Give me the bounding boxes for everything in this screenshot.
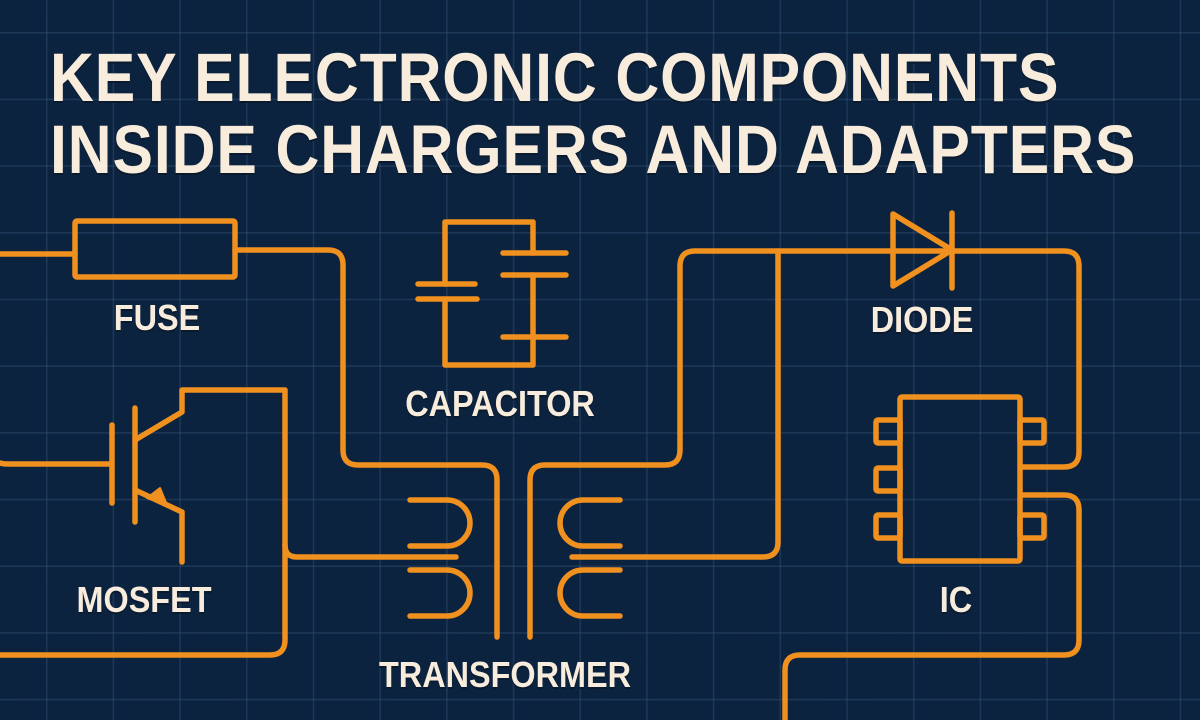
title-line-2: INSIDE CHARGERS AND ADAPTERS bbox=[50, 111, 1137, 188]
transformer-coil-right-top bbox=[557, 497, 623, 549]
mosfet-drain bbox=[0, 387, 288, 658]
wire-ic-output bbox=[782, 492, 1082, 720]
wire-mosfet-gate bbox=[0, 460, 113, 467]
ic-pin bbox=[873, 417, 903, 446]
title-line-1: KEY ELECTRONIC COMPONENTS bbox=[50, 39, 1060, 116]
ic-body bbox=[897, 394, 1023, 564]
transformer-core bbox=[527, 248, 1082, 640]
ic-pin bbox=[873, 465, 903, 494]
wire-fuse-right bbox=[232, 247, 500, 640]
ic-chip-symbol-icon bbox=[782, 394, 1082, 720]
fuse-symbol-icon bbox=[0, 218, 500, 640]
label-transformer: TRANSFORMER bbox=[379, 654, 631, 695]
label-fuse: FUSE bbox=[113, 297, 201, 338]
diode-triangle bbox=[890, 211, 955, 289]
transformer-coil-left-bottom bbox=[407, 567, 473, 619]
page-title: KEY ELECTRONIC COMPONENTS INSIDE CHARGER… bbox=[50, 42, 1136, 186]
diode-symbol-icon bbox=[890, 210, 955, 291]
mosfet-arrow bbox=[146, 487, 168, 506]
capacitor-frame bbox=[442, 219, 536, 287]
transformer-coil-right-bottom bbox=[557, 567, 623, 619]
wire-transformer-secondary bbox=[569, 248, 781, 560]
capacitor-symbol-icon bbox=[415, 219, 569, 368]
fuse-body bbox=[72, 218, 238, 280]
label-ic: IC bbox=[939, 579, 973, 620]
transformer-coil-left-top bbox=[407, 497, 473, 549]
capacitor-frame-bottom bbox=[442, 272, 536, 368]
label-capacitor: CAPACITOR bbox=[405, 383, 595, 424]
ic-pin bbox=[1017, 512, 1047, 541]
label-diode: DIODE bbox=[870, 299, 974, 340]
ic-pin bbox=[873, 512, 903, 541]
transistor-symbol-icon bbox=[0, 387, 459, 658]
wire-mosfet-transformer bbox=[282, 542, 459, 560]
label-mosfet: MOSFET bbox=[76, 579, 212, 620]
transformer-symbol-icon bbox=[407, 248, 1082, 640]
ic-pin bbox=[1017, 417, 1047, 446]
